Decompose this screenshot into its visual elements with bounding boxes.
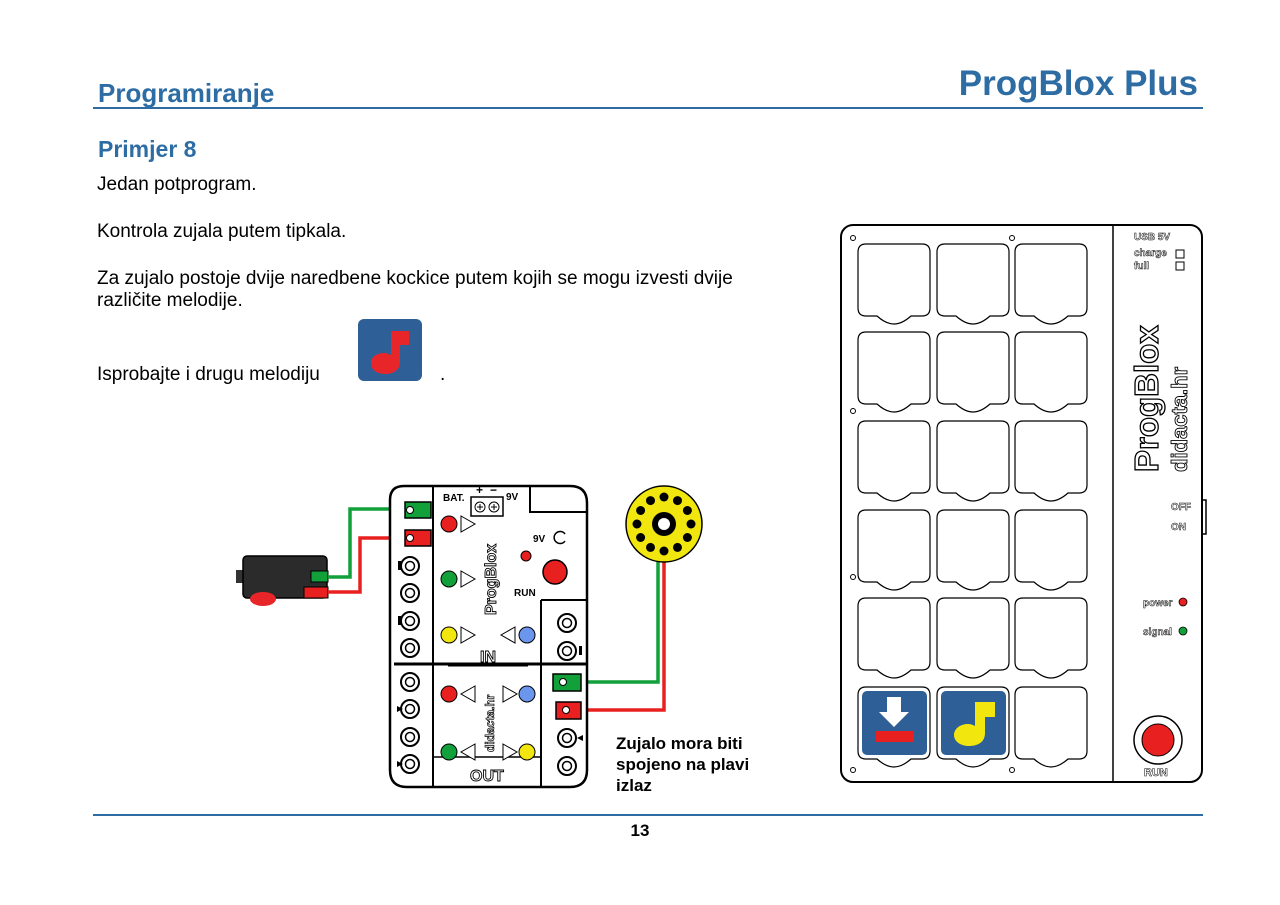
controller-module: BAT. + − 9V 9V RUN ProgBlox IN didacta.h… bbox=[388, 483, 589, 789]
body-line-3b: različite melodije. bbox=[97, 290, 243, 311]
board-full-label: full bbox=[1134, 261, 1149, 272]
controller-run-label: RUN bbox=[514, 588, 536, 599]
controller-plus-label: + bbox=[476, 483, 483, 497]
buzzer bbox=[625, 485, 703, 563]
board-run-label: RUN bbox=[1144, 767, 1168, 779]
body-line-1: Jedan potprogram. bbox=[97, 174, 257, 195]
push-button bbox=[236, 555, 329, 606]
board-off-label: OFF bbox=[1171, 502, 1191, 513]
board-on-label: ON bbox=[1171, 522, 1186, 533]
brand-title: ProgBlox Plus bbox=[958, 64, 1198, 103]
board-brand-label: ProgBlox bbox=[1128, 325, 1165, 472]
controller-out-label: OUT bbox=[470, 768, 504, 785]
controller-9v-label: 9V bbox=[506, 492, 519, 503]
melody-tile bbox=[357, 318, 423, 382]
wiring-note-line-1: Zujalo mora biti bbox=[616, 734, 743, 753]
header-divider bbox=[93, 107, 1203, 109]
controller-brand-label: ProgBlox bbox=[483, 544, 500, 615]
board-usb-label: USB 5V bbox=[1134, 232, 1170, 243]
footer-divider bbox=[93, 814, 1203, 816]
board-url-label: didacta.hr bbox=[1167, 366, 1192, 472]
wiring-note-line-3: izlaz bbox=[616, 776, 652, 795]
body-line-3a: Za zujalo postoje dvije naredbene kockic… bbox=[97, 268, 733, 289]
example-title: Primjer 8 bbox=[98, 136, 197, 162]
download-arrow-icon bbox=[862, 691, 927, 755]
wires bbox=[328, 507, 666, 712]
page-number: 13 bbox=[630, 821, 650, 840]
body-line-2: Kontrola zujala putem tipkala. bbox=[97, 221, 347, 242]
board-charge-label: charge bbox=[1134, 248, 1167, 259]
controller-minus-label: − bbox=[490, 483, 497, 497]
controller-url-label: didacta.hr bbox=[483, 694, 497, 752]
wiring-note-line-2: spojeno na plavi bbox=[616, 755, 750, 774]
wiring-note: Zujalo mora biti spojeno na plavi izlaz bbox=[616, 733, 749, 796]
controller-9v-jack-label: 9V bbox=[533, 534, 546, 545]
section-title: Programiranje bbox=[98, 78, 275, 108]
body-line-4: Isprobajte i drugu melodiju bbox=[97, 364, 320, 385]
yellow-music-note-icon bbox=[941, 691, 1006, 755]
controller-bat-label: BAT. bbox=[443, 493, 465, 504]
controller-in-label: IN bbox=[480, 649, 496, 666]
body-line-4-end: . bbox=[440, 364, 446, 385]
program-board: USB 5V charge full ProgBlox didacta.hr O… bbox=[840, 224, 1207, 783]
board-power-label: power bbox=[1143, 598, 1173, 609]
board-signal-label: signal bbox=[1143, 627, 1172, 638]
red-music-note-icon bbox=[358, 319, 422, 381]
